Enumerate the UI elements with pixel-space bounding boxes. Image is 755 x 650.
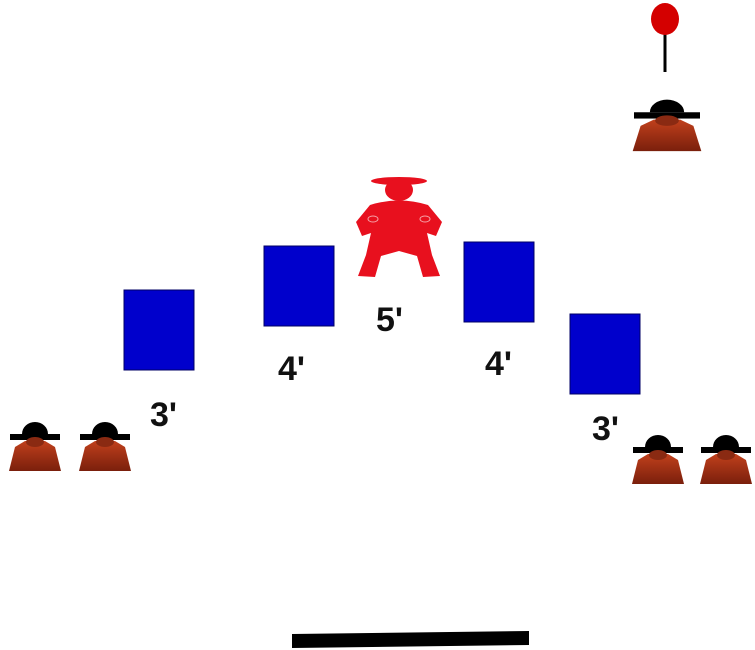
player-figure-icon (79, 422, 131, 471)
player-figure-icon (632, 99, 702, 152)
distance-label-right-4: 4' (485, 345, 512, 383)
distance-label-left-3: 3' (150, 396, 177, 434)
blue-square-left-outer (123, 289, 195, 371)
player-figure-icon (632, 435, 684, 484)
distance-label-right-3: 3' (592, 410, 619, 448)
distance-label-left-4: 4' (278, 350, 305, 388)
home-line-bar (292, 631, 529, 648)
distance-label-center-5: 5' (376, 301, 403, 339)
blue-square-left-inner (263, 245, 335, 327)
player-figure-icon (9, 422, 61, 471)
crouching-catcher-icon (356, 177, 442, 277)
blue-square-right-inner (463, 241, 535, 323)
blue-square-right-outer (569, 313, 641, 395)
lollipop-sign-icon (651, 3, 679, 72)
player-figure-icon (700, 435, 752, 484)
